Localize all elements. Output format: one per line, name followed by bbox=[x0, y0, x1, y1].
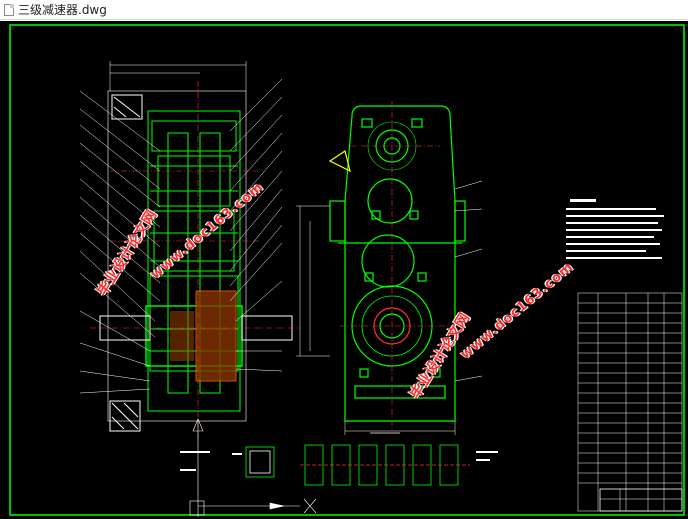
title-bar: 三级减速器.dwg bbox=[0, 0, 688, 20]
drawing-border bbox=[9, 24, 685, 516]
front-view bbox=[328, 105, 466, 422]
dwg-file-icon bbox=[4, 3, 14, 16]
detail-views bbox=[245, 432, 470, 486]
leader-lines-left bbox=[79, 78, 283, 394]
ucs-axis bbox=[189, 418, 317, 517]
technical-notes bbox=[566, 199, 664, 259]
cad-drawing bbox=[9, 24, 685, 517]
window-title: 三级减速器.dwg bbox=[18, 3, 107, 17]
drawing-canvas[interactable]: 毕业设计论文网 www.doc163.com 毕业设计论文网 www.doc16… bbox=[0, 21, 688, 519]
parts-list-table bbox=[577, 292, 683, 512]
